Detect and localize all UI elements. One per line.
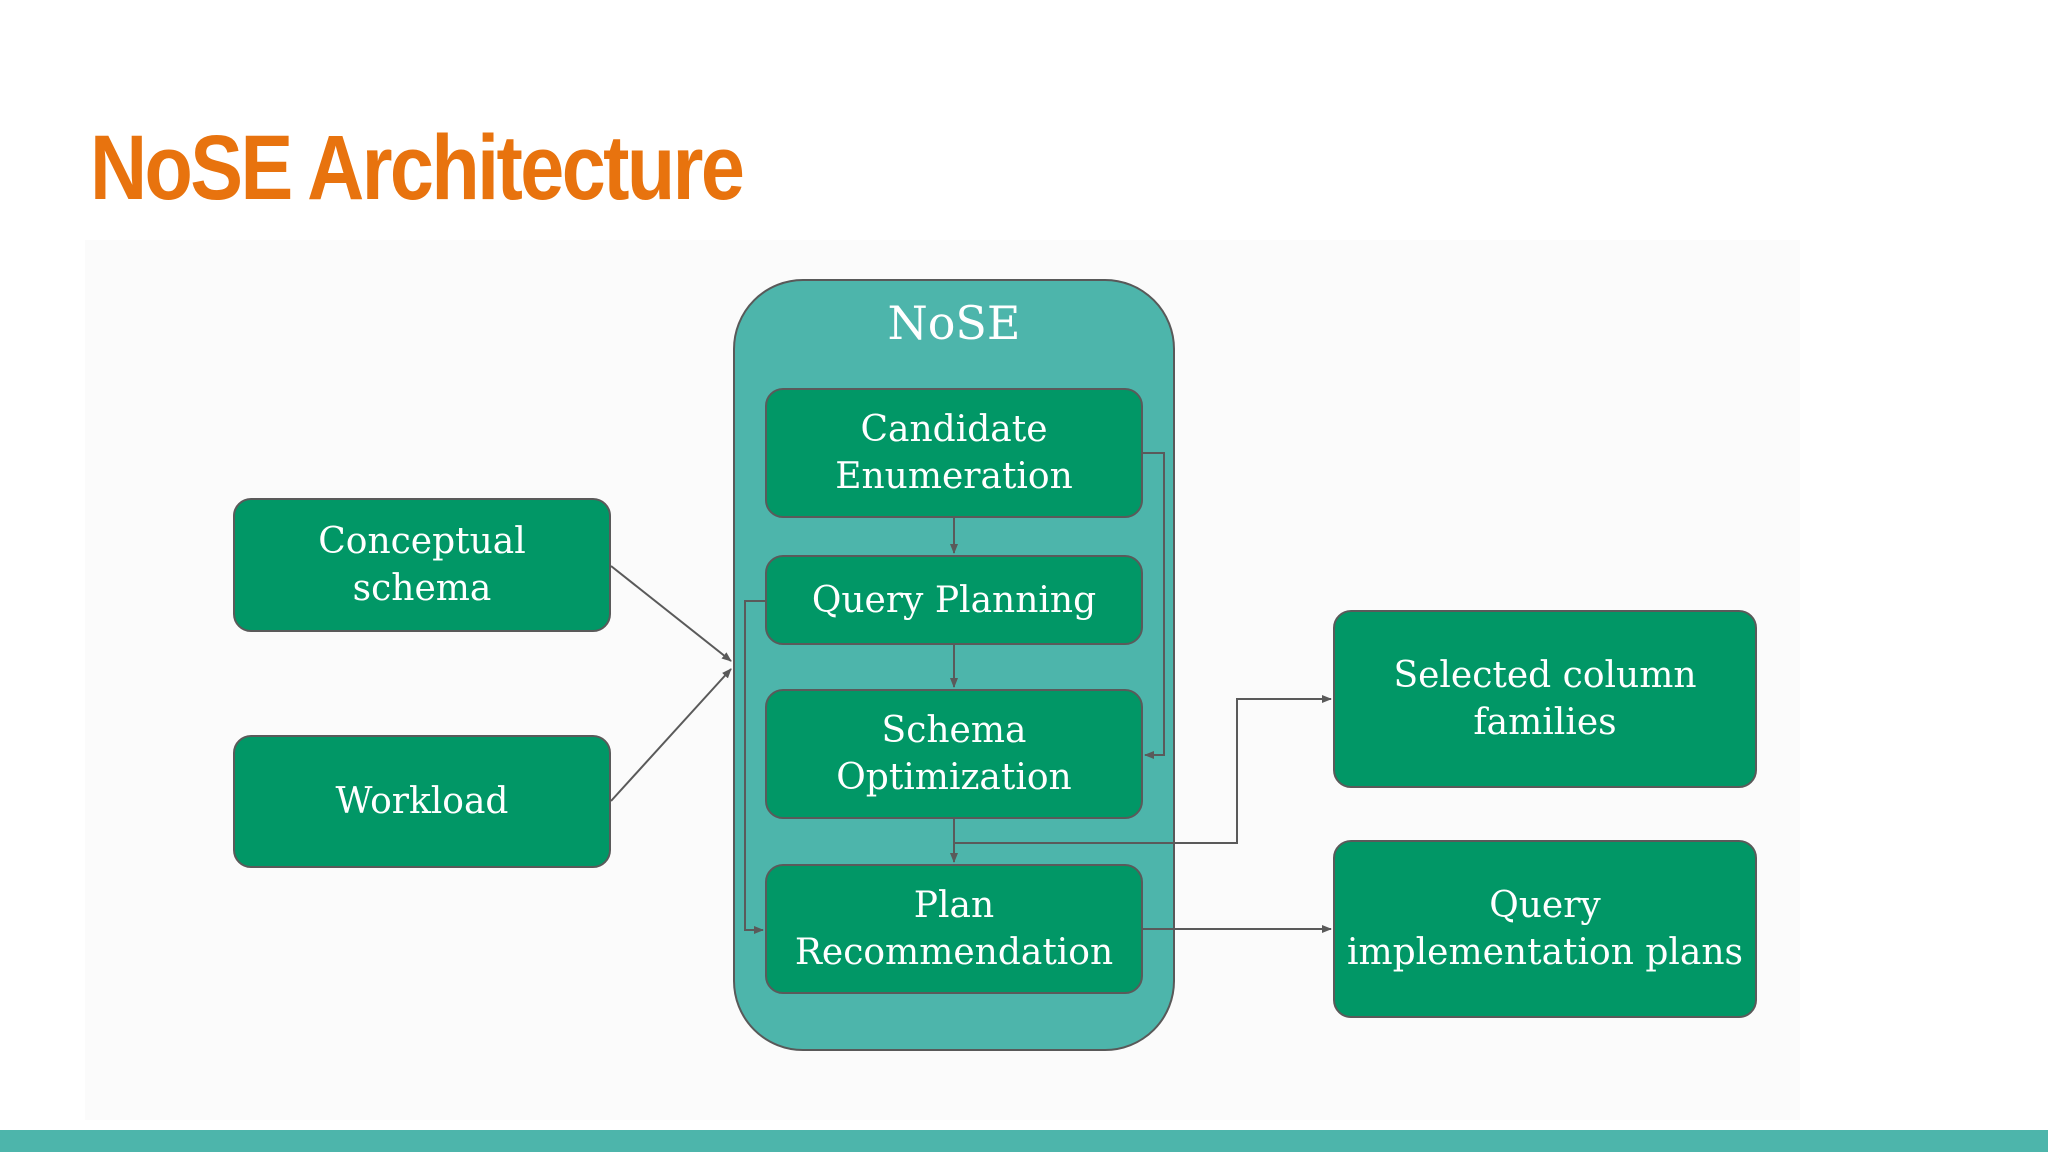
schema-optimization-label: Schema Optimization bbox=[836, 710, 1072, 798]
query-planning-box: Query Planning bbox=[765, 555, 1143, 645]
candidate-enumeration-label: Candidate Enumeration bbox=[835, 409, 1073, 497]
slide-title: NoSE Architecture bbox=[90, 117, 745, 219]
workload-label: Workload bbox=[335, 781, 509, 822]
schema-optimization-box: Schema Optimization bbox=[765, 689, 1143, 819]
conceptual-schema-label: Conceptual schema bbox=[318, 521, 526, 609]
query-implementation-plans-box: Query implementation plans bbox=[1333, 840, 1757, 1018]
footer-bar bbox=[0, 1130, 2048, 1152]
plan-recommendation-box: Plan Recommendation bbox=[765, 864, 1143, 994]
query-planning-label: Query Planning bbox=[811, 579, 1097, 621]
workload-box: Workload bbox=[233, 735, 611, 868]
candidate-enumeration-box: Candidate Enumeration bbox=[765, 388, 1143, 518]
selected-column-families-box: Selected column families bbox=[1333, 610, 1757, 788]
conceptual-schema-box: Conceptual schema bbox=[233, 498, 611, 632]
selected-column-families-label: Selected column families bbox=[1393, 655, 1697, 743]
query-implementation-plans-label: Query implementation plans bbox=[1346, 885, 1744, 973]
plan-recommendation-label: Plan Recommendation bbox=[794, 885, 1114, 973]
nose-container-label: NoSE bbox=[887, 296, 1021, 350]
